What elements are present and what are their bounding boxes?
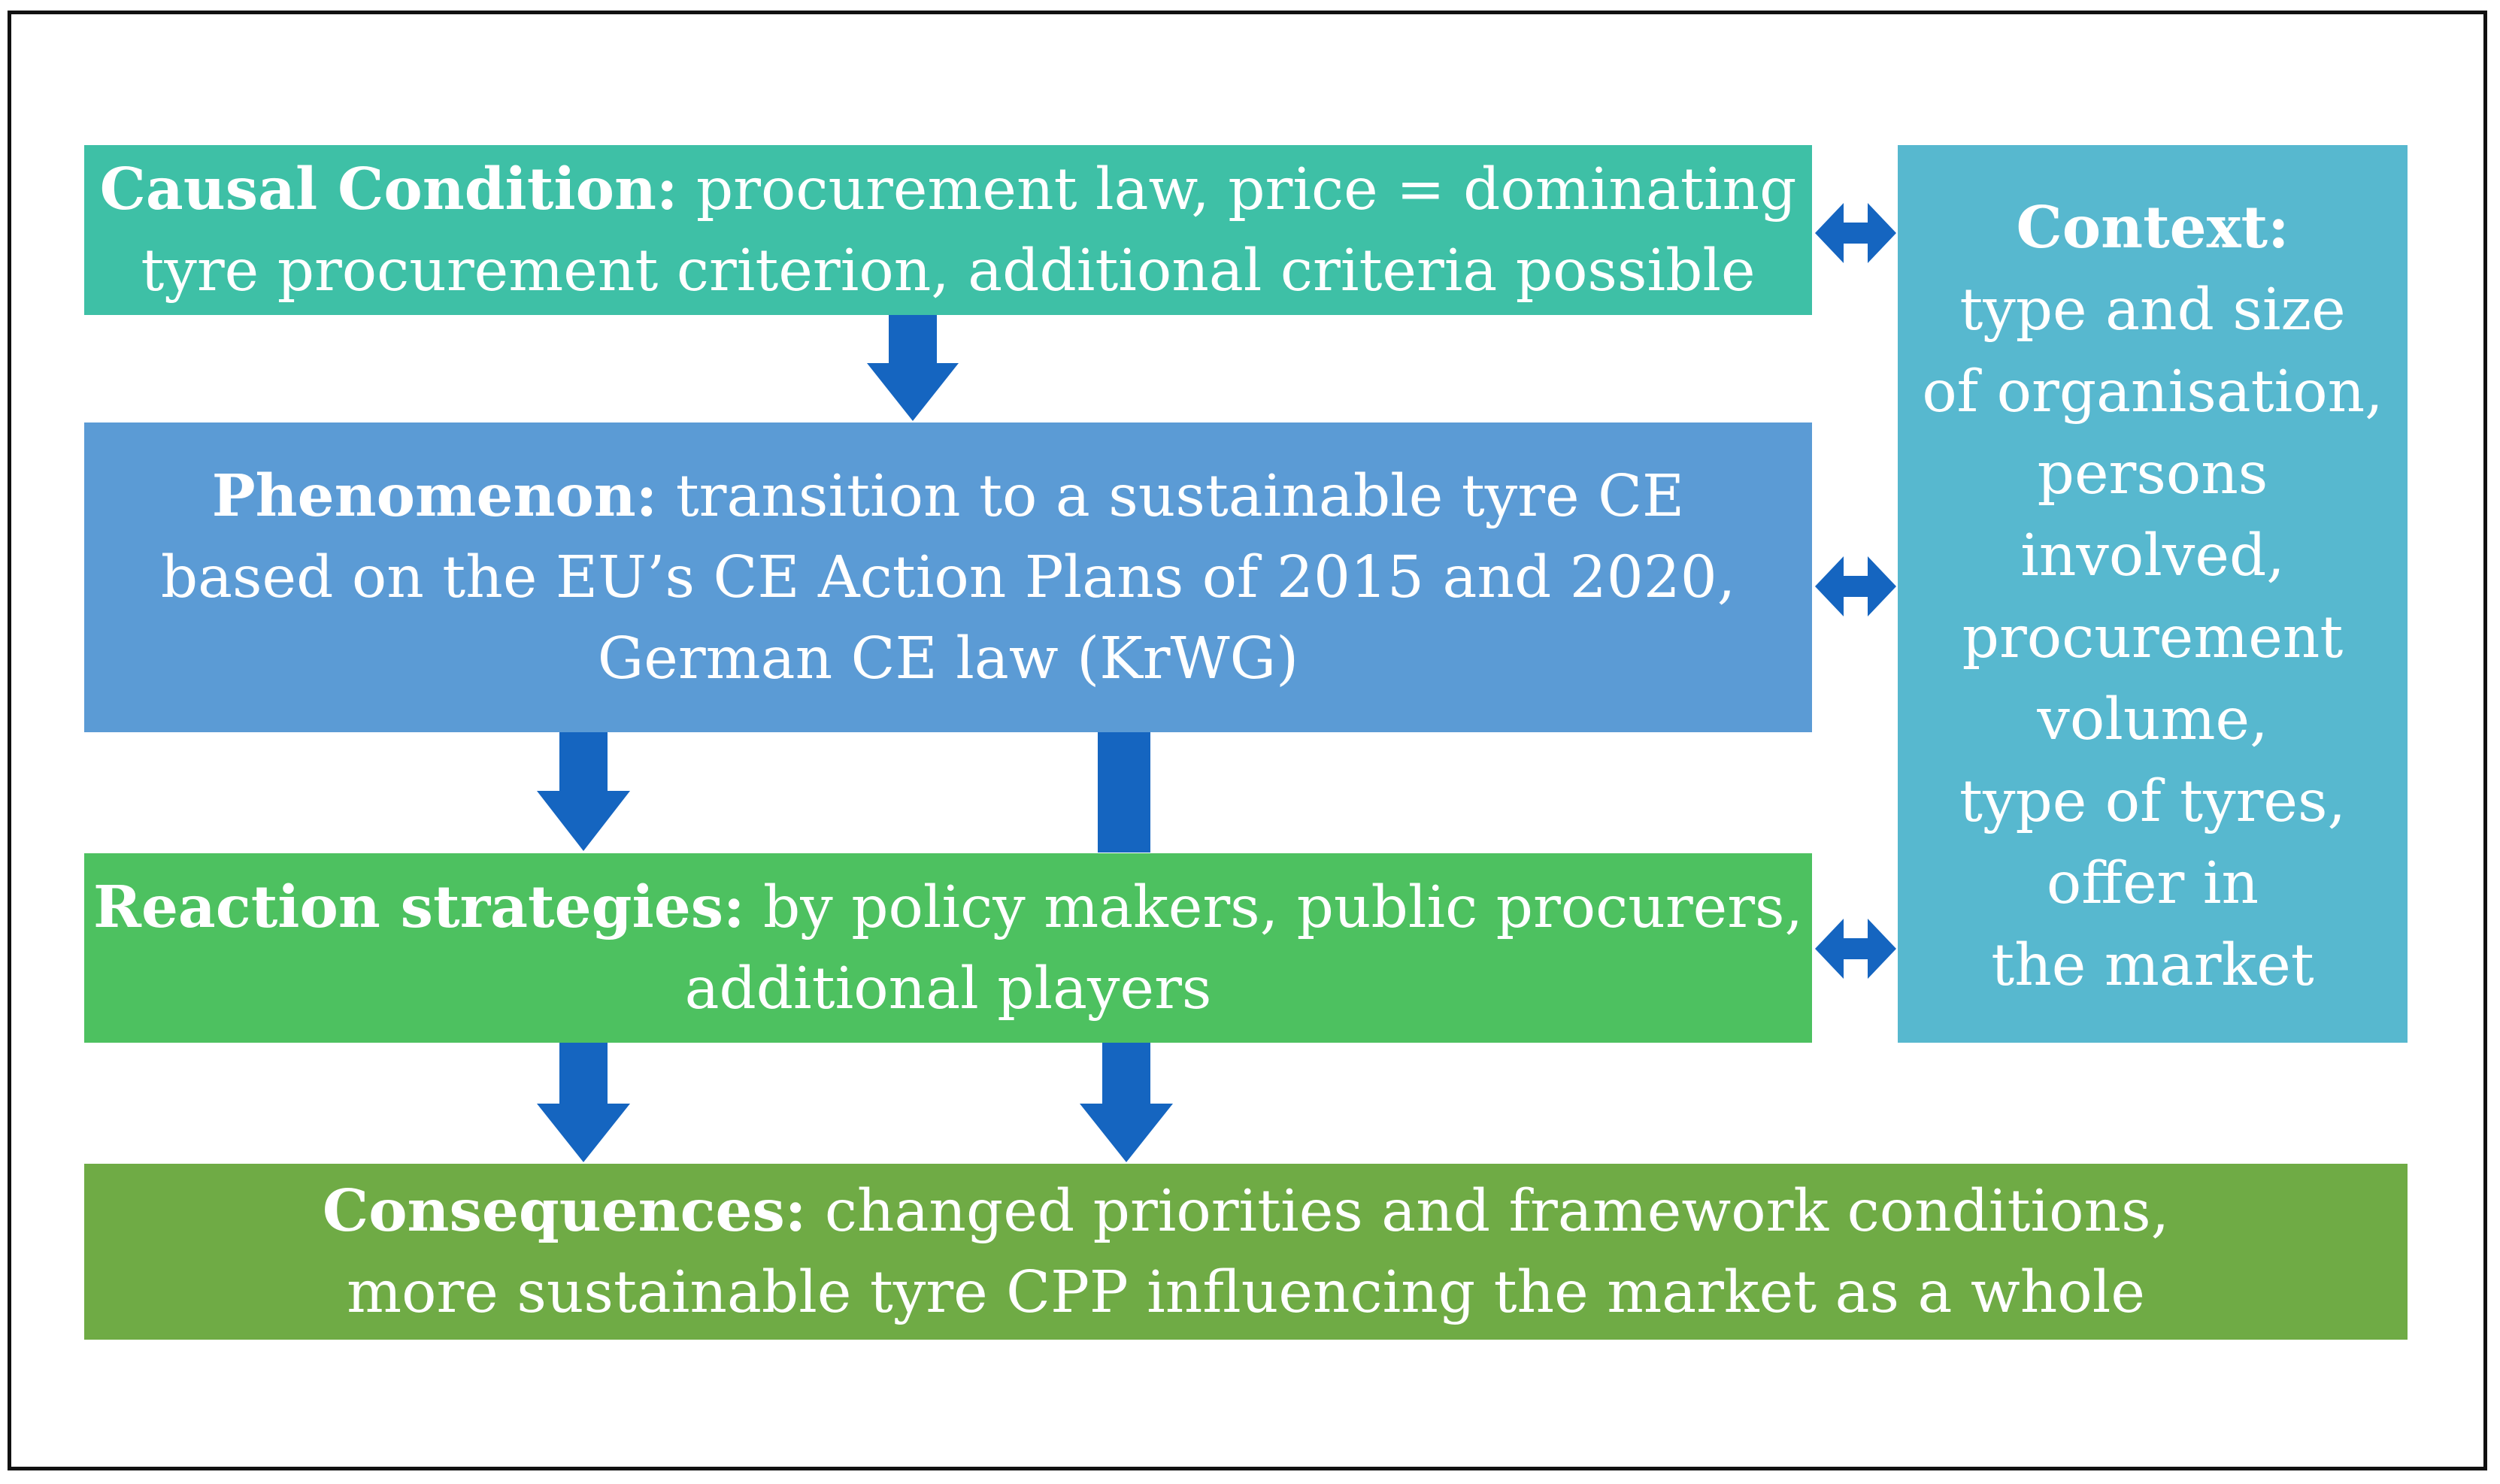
double-arrow-causal-context (1815, 203, 1896, 263)
arrow-phenomenon-to-reaction (537, 732, 630, 851)
consequences-text-2: more sustainable tyre CPP influencing th… (347, 1258, 2145, 1326)
context-line: of organisation, (1922, 359, 2383, 426)
arrow-reaction-to-consequences-right (1080, 1043, 1173, 1162)
context-line: persons (2037, 441, 2268, 507)
causal-heading: Causal Condition: (99, 155, 678, 223)
phenomenon-text-3: German CE law (KrWG) (597, 625, 1299, 692)
phenomenon-box: Phenomenon: transition to a sustainable … (84, 422, 1812, 732)
phenomenon-text-1: transition to a sustainable tyre CE (675, 462, 1685, 530)
context-line: offer in (2046, 850, 2259, 917)
double-arrow-phenomenon-context (1815, 556, 1896, 616)
consequences-box: Consequences: changed priorities and fra… (84, 1164, 2408, 1340)
reaction-heading: Reaction strategies: (92, 873, 745, 941)
context-line: type of tyres, (1959, 768, 2346, 835)
causal-line-1: Causal Condition: procurement law, price… (84, 149, 1812, 231)
consequences-text-1: changed priorities and framework conditi… (824, 1177, 2170, 1245)
consequences-line-1: Consequences: changed priorities and fra… (84, 1171, 2408, 1252)
phenomenon-heading: Phenomenon: (211, 462, 658, 530)
arrow-reaction-to-consequences-left (537, 1043, 630, 1162)
context-heading: Context: (1898, 187, 2408, 269)
reaction-text-2: additional players (684, 955, 1212, 1022)
causal-text-2: tyre procurement criterion, additional c… (141, 237, 1756, 304)
context-box: Context: type and size of organisation, … (1898, 145, 2408, 1043)
context-line: the market (1991, 932, 2314, 999)
arrow-causal-to-phenomenon (867, 315, 959, 421)
causal-text-1: procurement law, price = dominating (695, 156, 1797, 223)
connector-phenomenon-to-reaction (1098, 732, 1150, 853)
causal-condition-box: Causal Condition: procurement law, price… (84, 145, 1812, 315)
reaction-text-1: by policy makers, public procurers, (762, 874, 1804, 941)
context-heading-text: Context: (2016, 194, 2289, 262)
context-line: volume, (2037, 686, 2268, 753)
context-line: type and size (1959, 277, 2346, 344)
context-line: involved, (2020, 522, 2285, 589)
reaction-line-1: Reaction strategies: by policy makers, p… (84, 867, 1812, 949)
consequences-heading: Consequences: (322, 1177, 807, 1245)
context-line: procurement (1962, 604, 2344, 671)
double-arrow-reaction-context (1815, 919, 1896, 979)
phenomenon-text-2: based on the EU’s CE Action Plans of 201… (160, 544, 1736, 611)
reaction-strategies-box: Reaction strategies: by policy makers, p… (84, 853, 1812, 1043)
phenomenon-line-1: Phenomenon: transition to a sustainable … (84, 456, 1812, 538)
